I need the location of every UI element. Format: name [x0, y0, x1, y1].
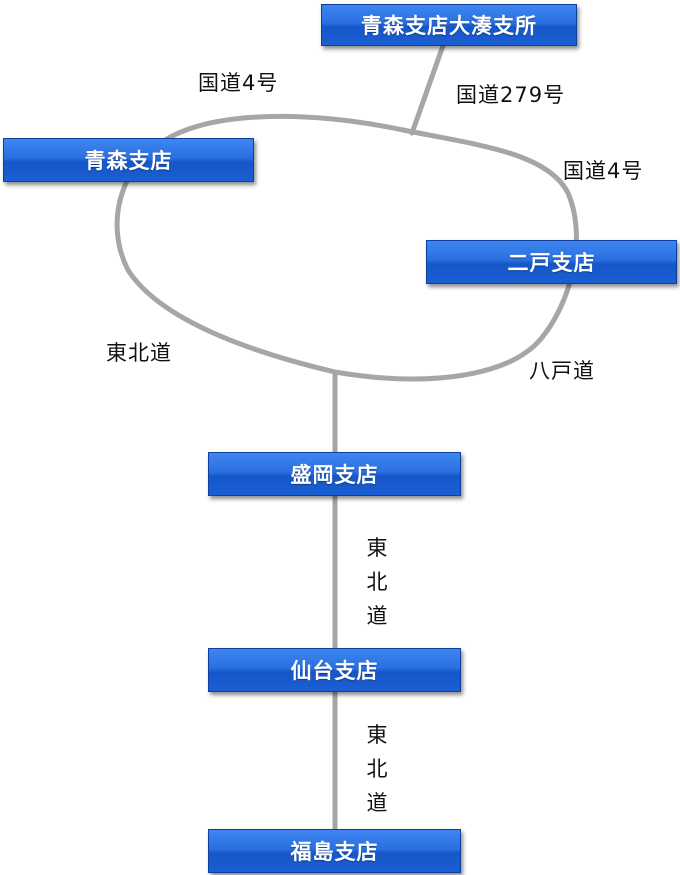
label-tohoku-expressway: 東北道: [106, 341, 172, 365]
branch-morioka[interactable]: 盛岡支店: [208, 452, 461, 496]
label-char: 北: [366, 757, 388, 781]
label-route4-northwest: 国道4号: [198, 71, 279, 95]
label-tohoku-morioka-sendai: 東 北 道: [362, 531, 392, 633]
label-char: 道: [366, 791, 388, 815]
label-route279: 国道279号: [456, 83, 566, 107]
label-route4-east: 国道4号: [563, 159, 644, 183]
branch-ninohe[interactable]: 二戸支店: [426, 240, 677, 284]
branch-aomori[interactable]: 青森支店: [3, 138, 254, 182]
route-loop: [114, 113, 579, 382]
label-char: 東: [366, 723, 388, 747]
branch-sendai[interactable]: 仙台支店: [208, 648, 461, 692]
label-char: 北: [366, 570, 388, 594]
label-tohoku-sendai-fukushima: 東 北 道: [362, 718, 392, 820]
label-char: 東: [366, 536, 388, 560]
branch-fukushima[interactable]: 福島支店: [208, 829, 461, 873]
branch-ominato[interactable]: 青森支店大湊支所: [321, 4, 577, 46]
label-hachinohe-expressway: 八戸道: [529, 359, 595, 383]
label-char: 道: [366, 604, 388, 628]
route279-line: [409, 37, 448, 136]
